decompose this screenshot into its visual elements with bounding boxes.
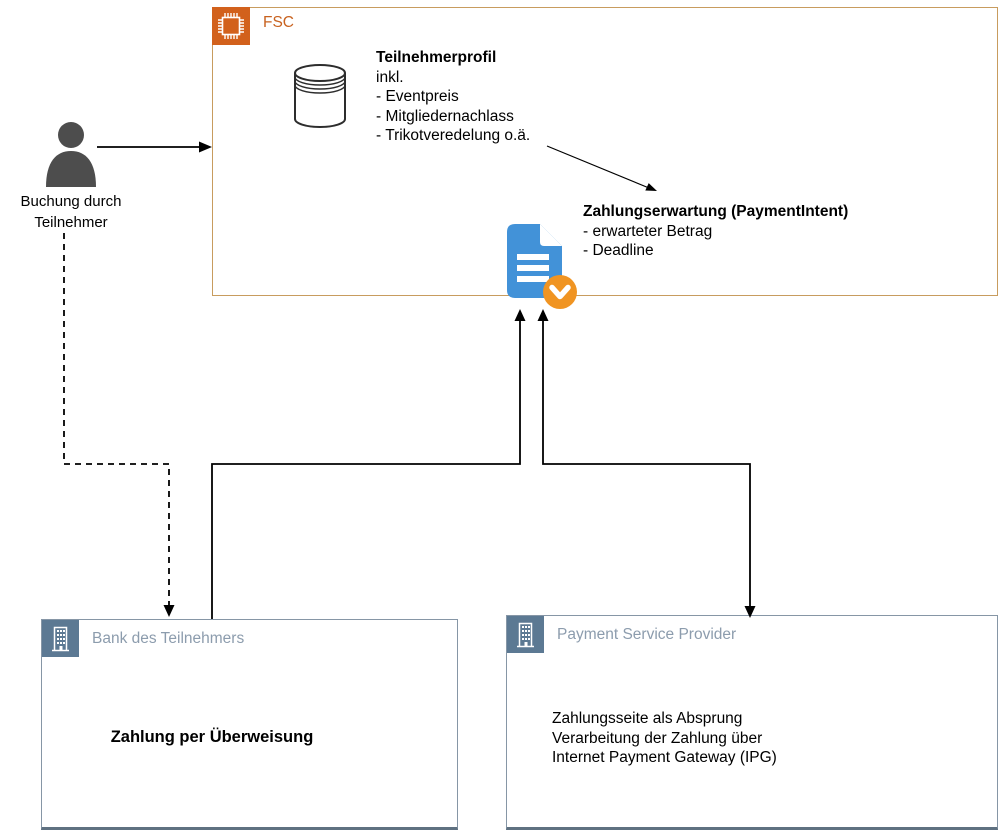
- teilnehmerprofil-line: - Trikotveredelung o.ä.: [376, 127, 531, 144]
- person-icon: [45, 121, 97, 192]
- teilnehmerprofil-line: - Mitgliedernachlass: [376, 107, 514, 125]
- check-badge-icon: [542, 274, 578, 315]
- teilnehmerprofil-text: Teilnehmerprofil inkl. - Eventpreis - Mi…: [376, 48, 530, 146]
- psp-body-title: Zahlungsseite als Absprung: [552, 710, 743, 727]
- document-icon: [503, 223, 563, 304]
- paymentintent-text: Zahlungserwartung (PaymentIntent) - erwa…: [583, 202, 848, 261]
- actor-label-line: Buchung durch: [20, 193, 122, 210]
- building-icon: [507, 616, 544, 653]
- arrowhead-bank-to-document: [514, 309, 526, 321]
- psp-body-text: Zahlungsseite als Absprung Verarbeitung …: [552, 709, 777, 768]
- arrow-document-psp: [542, 321, 751, 606]
- chip-icon: [212, 7, 250, 45]
- fsc-container-title: FSC: [263, 14, 294, 31]
- dashed-arrow-actor-to-bank: [63, 233, 170, 605]
- paymentintent-title: Zahlungserwartung (PaymentIntent): [583, 203, 849, 220]
- actor-label-line: Teilnehmer: [34, 214, 108, 231]
- psp-title: Payment Service Provider: [557, 626, 737, 643]
- paymentintent-line: - Deadline: [583, 242, 654, 259]
- teilnehmerprofil-line: inkl.: [376, 68, 404, 86]
- psp-body-line: Verarbeitung der Zahlung über: [552, 729, 763, 747]
- psp-container: Payment Service Provider Zahlungsseite a…: [506, 615, 998, 830]
- bank-container: Bank des Teilnehmers Zahlung per Überwei…: [41, 619, 458, 830]
- arrowhead-actor-to-bank: [163, 605, 175, 617]
- psp-body-line: Internet Payment Gateway (IPG): [552, 749, 777, 766]
- paymentintent-line: - erwarteter Betrag: [583, 222, 713, 240]
- teilnehmerprofil-line: - Eventpreis: [376, 88, 459, 105]
- bank-body-text: Zahlung per Überweisung: [110, 728, 314, 746]
- building-icon: [42, 620, 79, 657]
- arrowhead-person-to-fsc: [199, 141, 212, 153]
- teilnehmerprofil-title: Teilnehmerprofil: [376, 49, 497, 66]
- bank-title: Bank des Teilnehmers: [92, 630, 245, 647]
- actor-label: Buchung durch Teilnehmer: [6, 191, 136, 233]
- arrow-bank-to-document: [211, 321, 521, 619]
- database-icon: [291, 62, 349, 135]
